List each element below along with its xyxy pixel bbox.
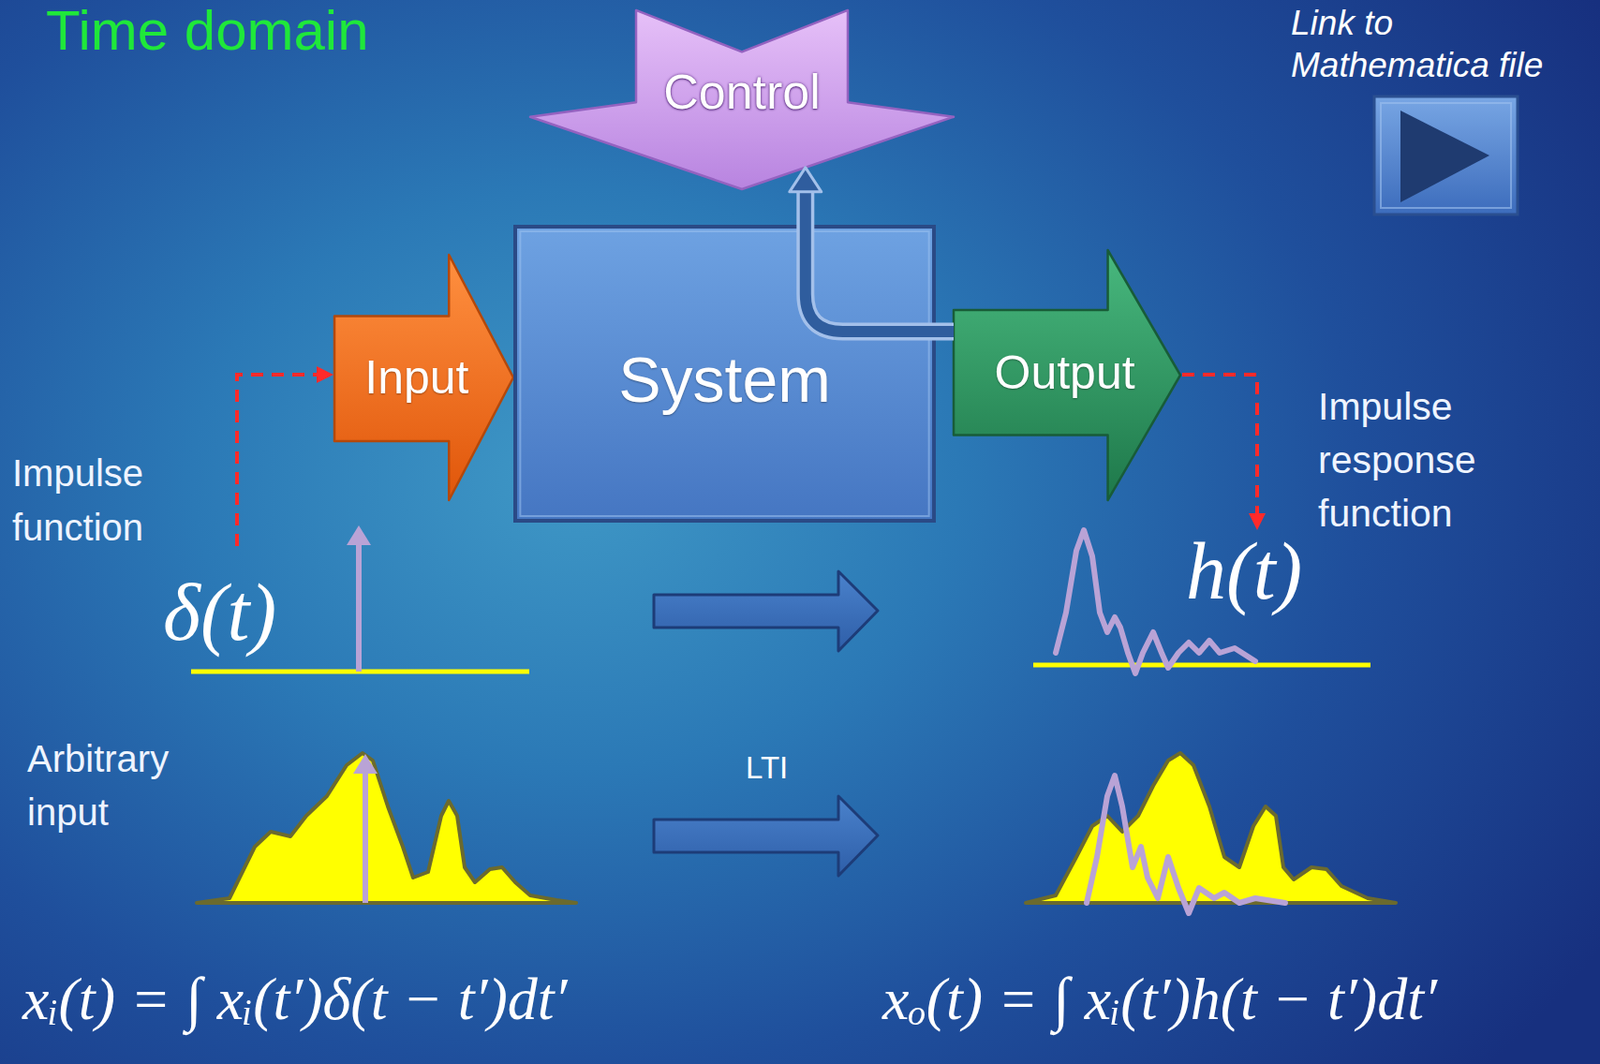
input-caption: Impulse function [12,445,191,555]
output-node: Output [953,250,1181,501]
transform-arrow [653,571,878,652]
arbitrary-input-plot [196,753,577,904]
output-caption: Impulse response function [1318,380,1564,541]
connector-outline [805,188,954,332]
connector-line [805,188,954,332]
link-label-box: Link to Mathematica file [1290,1,1572,87]
equation-box: xₒ(t) = ∫ xᵢ(t′)h(t − t′)dt′ [882,963,1438,1036]
arrow-label-box: LTI [745,749,788,787]
system-box-outline [515,226,934,521]
input-signal [196,753,577,904]
input-node: Input [334,254,514,501]
link-label: Link to Mathematica file [1290,1,1572,87]
output-plot [1025,753,1396,914]
control-node: Control [530,8,954,190]
lti-arrow [653,796,878,876]
title: Time domain [45,0,370,62]
impulse-arrowhead [346,525,371,546]
play-triangle [1400,110,1490,203]
control-chevron-outline [530,10,954,190]
equation: xₒ(t) = ∫ xᵢ(t′)h(t − t′)dt′ [882,963,1438,1036]
impulse-arrow [362,770,369,904]
arrow-label: LTI [745,749,788,787]
play-button-bevel [1380,103,1512,208]
system-box-bevel [519,231,929,517]
impulse-leader [237,366,334,547]
control-label: Control [663,62,821,121]
input-arrow-outline [334,254,514,501]
play-button-face [1374,96,1518,215]
response-leader [1182,374,1266,531]
output-arrow-outline [953,250,1181,501]
impulse-arrowhead [353,754,378,774]
math-symbol: δ(t) [162,565,277,660]
math-symbol-box: δ(t) [162,565,277,660]
system-label: System [618,340,831,418]
dashed-leader [1182,374,1258,514]
input-caption-box: Impulse function [12,445,191,555]
equation: xᵢ(t) = ∫ xᵢ(t′)δ(t − t′)dt′ [22,963,568,1036]
block-arrow [653,571,878,652]
output-signal [1025,753,1396,904]
system-node: System [515,226,934,521]
math-symbol: h(t) [1185,524,1303,619]
play-button [1374,96,1518,215]
equation-box: xᵢ(t) = ∫ xᵢ(t′)δ(t − t′)dt′ [22,963,568,1036]
block-arrow [653,796,878,876]
leader-arrowhead [316,366,334,384]
title-box: Time domain [45,0,370,62]
dashed-leader [237,374,317,547]
response-curve [1086,775,1286,914]
input-caption: Arbitrary input [27,732,215,840]
output-label: Output [994,344,1136,401]
arrowhead [789,167,822,193]
input-label: Input [364,349,469,406]
output-caption-box: Impulse response function [1318,380,1564,541]
math-symbol-box: h(t) [1185,524,1303,619]
feedback-arrow [789,167,954,332]
impulse-arrow [355,541,362,672]
input-caption-box: Arbitrary input [27,732,215,840]
axis-line [1033,663,1371,668]
